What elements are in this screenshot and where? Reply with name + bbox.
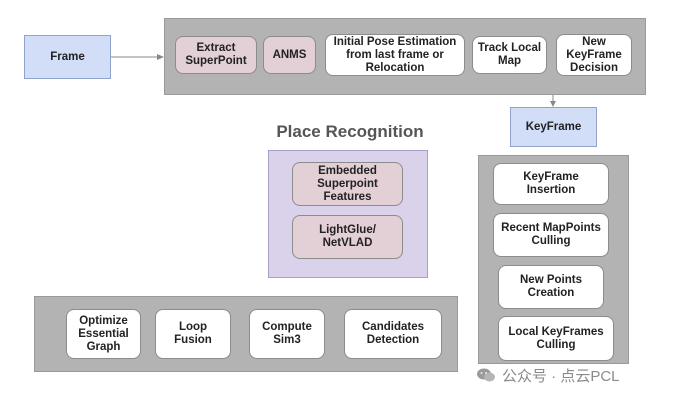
frame-to-tracking-arrowhead xyxy=(157,54,164,60)
recent-mappoints-culling-node: Recent MapPoints Culling xyxy=(493,213,609,257)
initial-pose-node: Initial Pose Estimation from last frame … xyxy=(325,34,465,76)
embedded-superpoint-label: Embedded Superpoint Features xyxy=(317,164,378,203)
extract-superpoint-label: Extract SuperPoint xyxy=(185,42,247,67)
anms-node: ANMS xyxy=(263,36,316,74)
keyframe-node: KeyFrame xyxy=(510,107,597,147)
new-keyframe-decision-node: New KeyFrame Decision xyxy=(556,34,632,76)
wechat-icon xyxy=(477,368,495,382)
lightglue-netvlad-node: LightGlue/ NetVLAD xyxy=(292,215,403,259)
track-local-map-node: Track Local Map xyxy=(472,36,547,74)
local-keyframes-culling-label: Local KeyFrames Culling xyxy=(508,325,604,351)
new-points-creation-node: New Points Creation xyxy=(498,265,604,309)
place-recognition-title: Place Recognition xyxy=(276,122,424,141)
keyframe-insertion-node: KeyFrame Insertion xyxy=(493,163,609,205)
local-keyframes-culling-node: Local KeyFrames Culling xyxy=(498,316,614,361)
candidates-detection-label: Candidates Detection xyxy=(362,321,424,346)
frame-node: Frame xyxy=(24,35,111,79)
recent-mappoints-culling-label: Recent MapPoints Culling xyxy=(501,222,601,247)
new-points-creation-label: New Points Creation xyxy=(520,274,582,299)
loop-fusion-label: Loop Fusion xyxy=(174,321,212,346)
lightglue-netvlad-label: LightGlue/ NetVLAD xyxy=(319,224,376,249)
watermark: 公众号 · 点云PCL xyxy=(476,364,666,386)
track-local-map-label: Track Local Map xyxy=(477,42,542,67)
compute-sim3-label: Compute Sim3 xyxy=(262,321,312,346)
optimize-essential-graph-label: Optimize Essential Graph xyxy=(78,314,129,353)
compute-sim3-node: Compute Sim3 xyxy=(249,309,325,359)
loop-fusion-node: Loop Fusion xyxy=(155,309,231,359)
initial-pose-label: Initial Pose Estimation from last frame … xyxy=(333,35,457,74)
extract-superpoint-node: Extract SuperPoint xyxy=(175,36,257,74)
optimize-essential-graph-node: Optimize Essential Graph xyxy=(66,309,141,359)
anms-label: ANMS xyxy=(272,48,307,61)
tracking-to-keyframe-arrowhead xyxy=(550,101,556,107)
new-keyframe-decision-label: New KeyFrame Decision xyxy=(566,35,622,74)
keyframe-insertion-label: KeyFrame Insertion xyxy=(523,171,579,196)
keyframe-label: KeyFrame xyxy=(525,120,582,133)
frame-label: Frame xyxy=(50,50,85,63)
candidates-detection-node: Candidates Detection xyxy=(344,309,442,359)
embedded-superpoint-node: Embedded Superpoint Features xyxy=(292,162,403,206)
watermark-text: 公众号 · 点云PCL xyxy=(502,367,620,385)
